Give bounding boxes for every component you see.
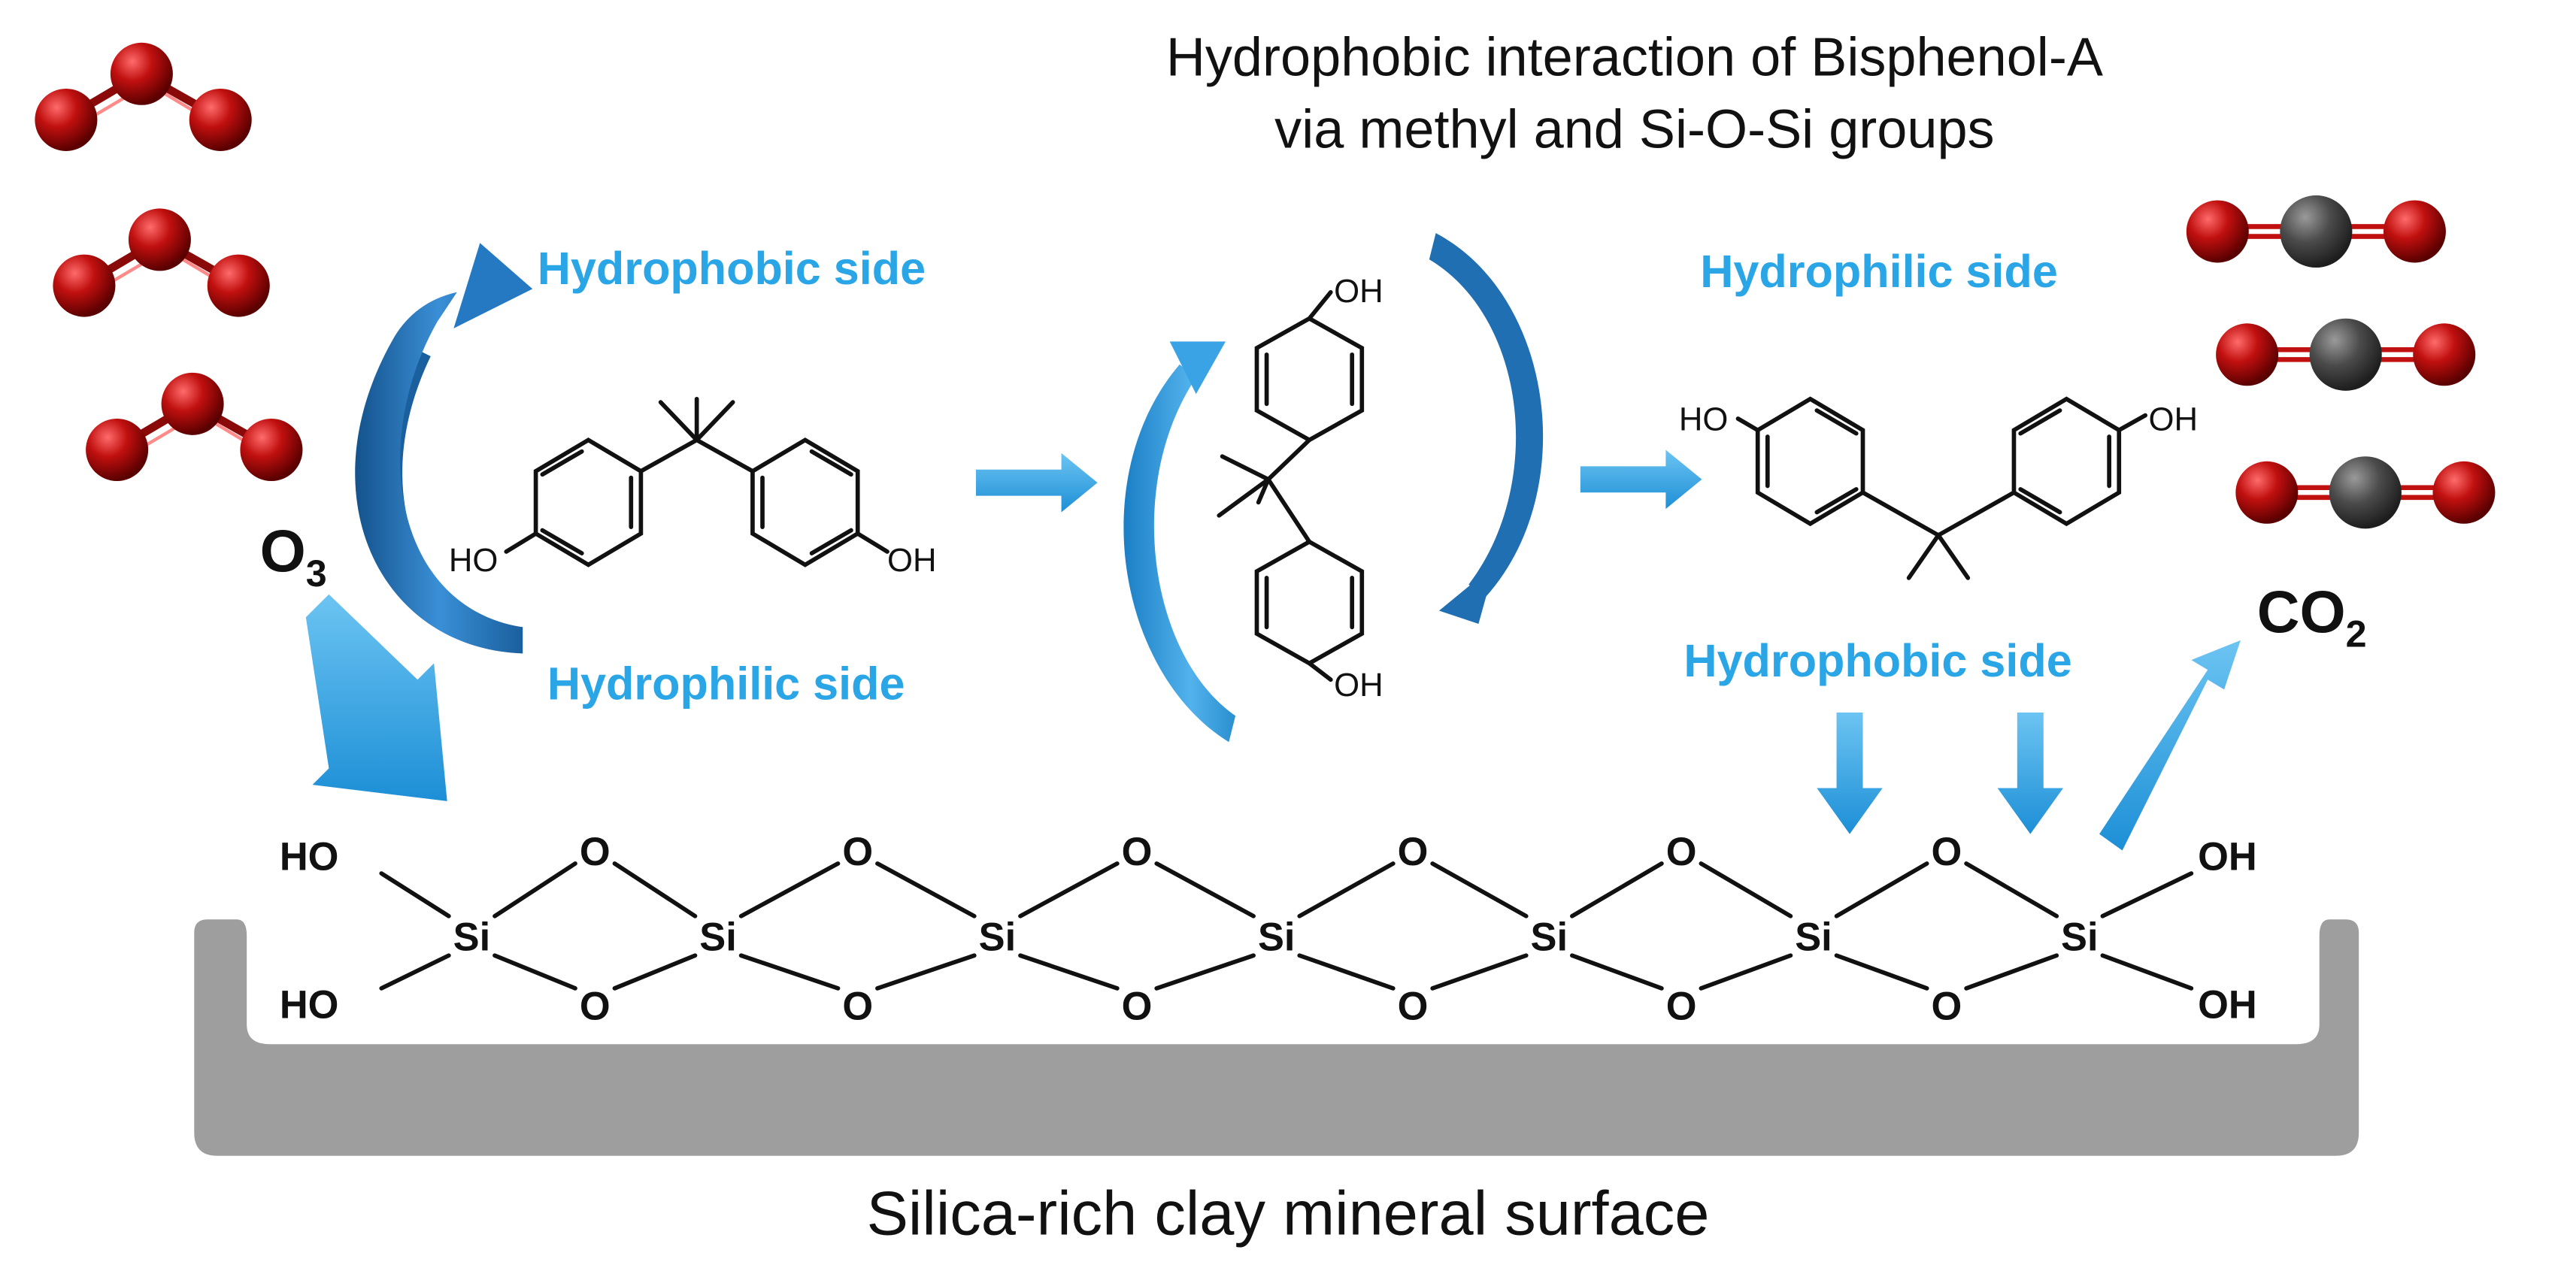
hydrophobic-side-label-right: Hydrophobic side bbox=[1683, 635, 2071, 686]
bond bbox=[1699, 953, 1793, 991]
bond bbox=[1154, 953, 1256, 991]
bond bbox=[1154, 861, 1256, 918]
oxygen-atom: O bbox=[842, 985, 873, 1028]
hydroxyl-group: OH bbox=[1334, 667, 1383, 704]
bond bbox=[612, 953, 698, 991]
hydroxyl-group: HO bbox=[280, 836, 339, 879]
hydrophobic-side-label-left: Hydrophobic side bbox=[538, 243, 926, 294]
hydroxyl-group: HO bbox=[1679, 401, 1729, 437]
bpa-molecule-horizontal: HO OH bbox=[449, 396, 937, 579]
bond bbox=[612, 861, 698, 918]
co2-molecule bbox=[2216, 319, 2475, 391]
bond bbox=[2100, 953, 2194, 991]
bond bbox=[492, 953, 577, 991]
bond bbox=[492, 861, 577, 918]
silicon-atom: Si bbox=[1531, 916, 1568, 960]
title-line-1: Hydrophobic interaction of Bisphenol-A bbox=[1166, 27, 2103, 87]
arrow-surface-to-co2 bbox=[2099, 640, 2241, 851]
hydroxyl-group: HO bbox=[280, 983, 339, 1027]
oxygen-atom: O bbox=[1666, 985, 1697, 1028]
silicon-atom: Si bbox=[699, 916, 737, 960]
hydroxyl-group: OH bbox=[2149, 401, 2199, 437]
silicon-atom: Si bbox=[1258, 916, 1296, 960]
bond bbox=[1297, 861, 1396, 918]
arrow-down-2 bbox=[1997, 712, 2063, 834]
silicon-atom: Si bbox=[1795, 916, 1832, 960]
clay-surface-tray bbox=[194, 919, 2359, 1156]
bond bbox=[1834, 861, 1929, 918]
bond bbox=[1430, 861, 1529, 918]
silica-chain: O O O O O O O O O O O O HO HO OH OH Si Si Si Si Si Si Si bbox=[280, 831, 2257, 1028]
co2-molecule bbox=[2187, 195, 2446, 268]
arrow-right-2 bbox=[1580, 449, 1702, 510]
co2-molecule bbox=[2235, 456, 2495, 528]
bond bbox=[1570, 861, 1664, 918]
bond bbox=[1570, 953, 1664, 991]
bond bbox=[738, 953, 841, 991]
hydroxyl-group: OH bbox=[1334, 273, 1383, 310]
title-line-2: via methyl and Si-O-Si groups bbox=[1274, 100, 1994, 160]
flip-curved-arrow-left bbox=[355, 243, 533, 654]
bond bbox=[875, 861, 977, 918]
silicon-atom: Si bbox=[453, 916, 491, 960]
bond bbox=[2100, 871, 2194, 918]
oxygen-atom: O bbox=[1122, 985, 1153, 1028]
bond bbox=[1297, 953, 1396, 991]
hydroxyl-group: OH bbox=[887, 542, 937, 579]
silicon-atom: Si bbox=[2061, 916, 2099, 960]
oxygen-atom: O bbox=[1932, 985, 1962, 1028]
bpa-molecule-vertical: OH OH bbox=[1217, 273, 1383, 704]
bond bbox=[1699, 861, 1793, 918]
oxygen-atom: O bbox=[842, 831, 873, 874]
oxygen-atom: O bbox=[580, 831, 611, 874]
oxygen-atom: O bbox=[580, 985, 611, 1028]
bond bbox=[875, 953, 977, 991]
surface-caption: Silica-rich clay mineral surface bbox=[867, 1179, 1710, 1248]
straight-arrows bbox=[305, 449, 2241, 851]
ozone-label: O3 bbox=[260, 518, 327, 595]
bond bbox=[1430, 953, 1529, 991]
arrow-down-1 bbox=[1817, 712, 1883, 834]
oxygen-atom: O bbox=[1398, 831, 1429, 874]
bpa-molecule-flipped: HO OH bbox=[1679, 396, 2199, 580]
ozone-molecules bbox=[35, 43, 302, 481]
bond bbox=[738, 861, 841, 918]
oxygen-atom: O bbox=[1398, 985, 1429, 1028]
diagram-title: Hydrophobic interaction of Bisphenol-A v… bbox=[1166, 27, 2103, 159]
co2-label: CO2 bbox=[2257, 579, 2367, 655]
bond bbox=[379, 871, 451, 918]
oxygen-atom: O bbox=[1932, 831, 1962, 874]
bond bbox=[1018, 953, 1120, 991]
rotation-arrows-middle bbox=[1123, 233, 1544, 743]
bond bbox=[379, 953, 451, 991]
oxygen-atom: O bbox=[1666, 831, 1697, 874]
oxygen-atom: O bbox=[1122, 831, 1153, 874]
hydrophilic-side-label-right: Hydrophilic side bbox=[1700, 246, 2058, 297]
hydrophilic-side-label-left: Hydrophilic side bbox=[547, 658, 905, 710]
bond bbox=[1834, 953, 1929, 991]
bond bbox=[1964, 953, 2059, 991]
hydroxyl-group: OH bbox=[2198, 983, 2257, 1027]
bond bbox=[1964, 861, 2059, 918]
hydroxyl-group: OH bbox=[2198, 836, 2257, 879]
bond bbox=[1018, 861, 1120, 918]
co2-molecules bbox=[2187, 195, 2496, 528]
ozone-molecule bbox=[86, 373, 302, 481]
arrow-ozone-to-surface bbox=[305, 594, 447, 801]
ozone-molecule bbox=[35, 43, 251, 151]
hydroxyl-group: HO bbox=[449, 542, 499, 579]
silicon-atom: Si bbox=[979, 916, 1017, 960]
ozone-molecule bbox=[53, 208, 269, 316]
arrow-right-1 bbox=[975, 452, 1098, 513]
